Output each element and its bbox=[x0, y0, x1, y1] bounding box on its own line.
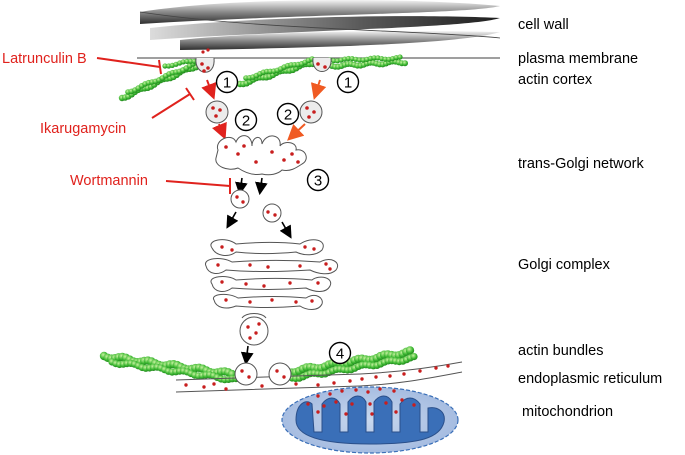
ikarugamycin-label: Ikarugamycin bbox=[40, 121, 127, 137]
svg-text:4: 4 bbox=[336, 346, 344, 363]
arrow-pit-to-vesicle-left bbox=[201, 79, 217, 100]
svg-text:2: 2 bbox=[242, 113, 250, 130]
svg-text:3: 3 bbox=[314, 173, 322, 190]
cell-wall bbox=[139, 0, 501, 50]
arrow-vesicle-to-golgi-left bbox=[226, 211, 239, 229]
mitochondrion-contact-cargo bbox=[306, 387, 416, 416]
svg-text:2: 2 bbox=[284, 107, 292, 124]
svg-text:1: 1 bbox=[223, 75, 231, 92]
step-marker-2-right: 2 bbox=[276, 102, 300, 126]
trans-golgi-network bbox=[215, 135, 307, 176]
endoplasmic-reticulum-label: endoplasmic reticulum bbox=[518, 371, 663, 387]
step-marker-1-right: 1 bbox=[336, 70, 360, 94]
step-marker-2-left: 2 bbox=[234, 108, 258, 132]
step-marker-3: 3 bbox=[306, 168, 330, 192]
wortmannin-inhibition bbox=[165, 178, 231, 194]
er-cargo bbox=[184, 364, 450, 391]
endocytic-vesicle-left bbox=[205, 100, 229, 124]
golgi-complex-label: Golgi complex bbox=[518, 257, 610, 273]
plasma-membrane-label: plasma membrane bbox=[518, 51, 639, 67]
step-marker-1-left: 1 bbox=[215, 70, 239, 94]
wortmannin-label: Wortmannin bbox=[70, 173, 148, 189]
arrow-vesicle-to-golgi-right bbox=[279, 221, 292, 239]
arrow-golgi-to-er bbox=[240, 345, 254, 366]
arrow-vesicle-to-tgn-left bbox=[212, 121, 227, 140]
arrow-vesicle-to-tgn-right bbox=[287, 123, 306, 141]
mitochondrion bbox=[281, 386, 459, 454]
golgi-complex bbox=[205, 239, 338, 346]
endoplasmic-reticulum bbox=[175, 361, 463, 393]
cell-wall-label: cell wall bbox=[518, 17, 569, 33]
actin-cortex-label: actin cortex bbox=[518, 72, 593, 88]
arrow-tgn-down-right bbox=[255, 177, 268, 196]
step-marker-4: 4 bbox=[328, 341, 352, 365]
endocytic-vesicle-right bbox=[299, 100, 323, 124]
arrow-pit-to-vesicle-right bbox=[310, 79, 327, 100]
latrunculin-inhibition bbox=[96, 57, 162, 75]
golgi-cargo bbox=[216, 245, 332, 340]
endocytic-pit-right bbox=[312, 57, 332, 72]
actin-bundles bbox=[99, 346, 418, 384]
actin-cortex bbox=[118, 54, 408, 102]
endocytic-pit-left bbox=[195, 48, 215, 73]
trans-golgi-network-label: trans-Golgi network bbox=[518, 156, 644, 172]
latrunculin-b-label: Latrunculin B bbox=[2, 51, 87, 67]
ikarugamycin-inhibition bbox=[151, 87, 195, 119]
tgn-vesicle-right bbox=[262, 203, 282, 223]
tgn-vesicle-left bbox=[230, 189, 250, 209]
mitochondrion-label: mitochondrion bbox=[522, 404, 614, 420]
actin-bundles-label: actin bundles bbox=[518, 343, 604, 359]
svg-text:1: 1 bbox=[344, 75, 352, 92]
